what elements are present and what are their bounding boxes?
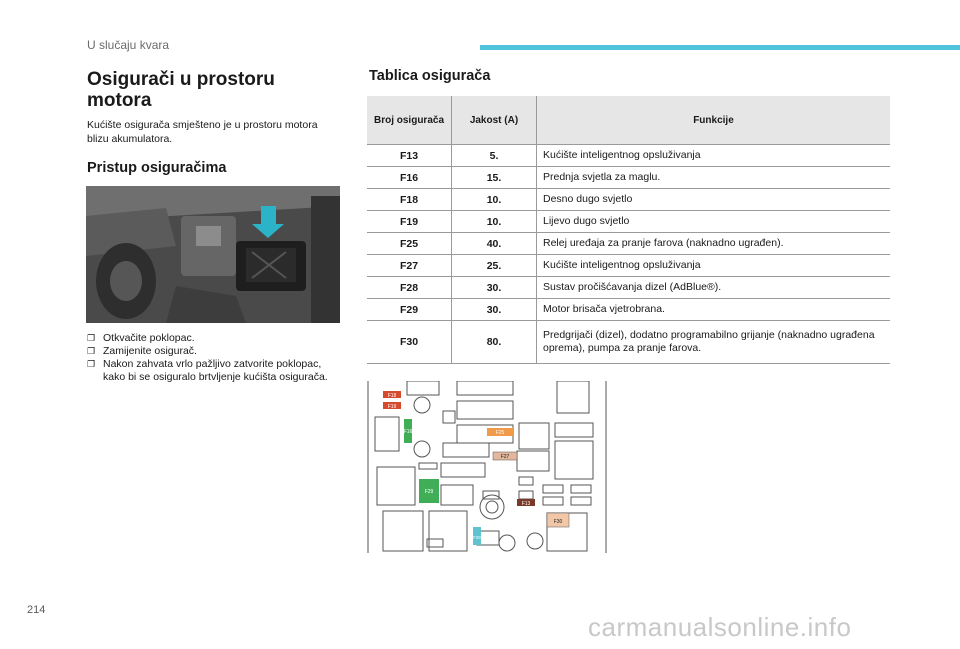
fuse-table-heading: Tablica osigurača: [369, 68, 491, 84]
fuse-amp: 10.: [451, 188, 537, 211]
fuse-amp: 40.: [451, 232, 537, 255]
step-item: ❐ Zamijenite osigurač.: [87, 345, 342, 358]
column-header: Broj osigurača: [367, 96, 452, 145]
fuse-label-f29: F29: [425, 489, 434, 495]
watermark: carmanualsonline.info: [588, 612, 852, 642]
fuse-amp: 10.: [451, 210, 537, 233]
fuse-number: F30: [367, 320, 452, 364]
fuse-function: Lijevo dugo svjetlo: [536, 210, 890, 233]
fuse-number: F29: [367, 298, 452, 321]
column-header: Jakost (A): [451, 96, 537, 145]
fuse-function: Motor brisača vjetrobrana.: [536, 298, 890, 321]
fuse-number: F28: [367, 276, 452, 299]
fuse-label-f18: F18: [388, 393, 397, 399]
column-header: Funkcije: [536, 96, 890, 145]
step-text: Nakon zahvata vrlo pažljivo zatvorite po…: [103, 358, 328, 383]
engine-bay-photo: [86, 186, 340, 323]
fuse-label-f27: F27: [501, 454, 510, 460]
steps-list: ❐ Otkvačite poklopac. ❐ Zamijenite osigura…: [87, 332, 342, 384]
section-title: U slučaju kvara: [87, 38, 170, 52]
section-accent-bar: [480, 45, 960, 50]
fuse-function: Prednja svjetla za maglu.: [536, 166, 890, 189]
fuse-number: F25: [367, 232, 452, 255]
step-text: Otkvačite poklopac.: [103, 332, 195, 344]
fuse-function: Sustav pročišćavanja dizel (AdBlue®).: [536, 276, 890, 299]
fuse-function: Kućište inteligentnog opsluživanja: [536, 254, 890, 277]
access-heading: Pristup osiguračima: [87, 160, 227, 176]
fuse-label-f25: F25: [496, 430, 505, 436]
table-header-row: Broj osigurača Jakost (A) Funkcije: [367, 96, 890, 145]
fuse-box-diagram: F18 F19 F16 F25 F27 F29 F13 F30 F28: [367, 380, 607, 553]
fuse-function: Desno dugo svjetlo: [536, 188, 890, 211]
fuse-label-f13: F13: [522, 501, 531, 507]
intro-text: Kućište osigurača smješteno je u prostor…: [87, 119, 318, 145]
page-title: Osigurači u prostoru motora: [87, 69, 275, 111]
fuse-number: F27: [367, 254, 452, 277]
fuse-number: F19: [367, 210, 452, 233]
checkbox-marker-icon: ❐: [87, 333, 96, 343]
fuse-function: Relej uređaja za pranje farova (naknadno…: [536, 232, 890, 255]
fuse-label-f28: F28: [473, 535, 481, 540]
fuse-amp: 30.: [451, 298, 537, 321]
fuse-label-f30: F30: [554, 519, 563, 525]
fuse-amp: 5.: [451, 144, 537, 167]
fuse-amp: 15.: [451, 166, 537, 189]
page-number: 214: [27, 604, 46, 616]
step-item: ❐ Otkvačite poklopac.: [87, 332, 342, 345]
fuse-amp: 30.: [451, 276, 537, 299]
fuse-number: F18: [367, 188, 452, 211]
step-text: Zamijenite osigurač.: [103, 345, 197, 357]
step-item: ❐ Nakon zahvata vrlo pažljivo zatvorite p…: [87, 358, 342, 384]
fuse-number: F16: [367, 166, 452, 189]
fuse-label-f16: F16: [404, 429, 413, 435]
fuse-function: Kućište inteligentnog opsluživanja: [536, 144, 890, 167]
fuse-label-f19: F19: [388, 404, 397, 410]
fuse-amp: 80.: [451, 320, 537, 364]
checkbox-marker-icon: ❐: [87, 359, 96, 369]
fuse-function: Predgrijači (dizel), dodatno programabil…: [536, 320, 890, 364]
fuse-amp: 25.: [451, 254, 537, 277]
fuse-number: F13: [367, 144, 452, 167]
checkbox-marker-icon: ❐: [87, 346, 96, 356]
